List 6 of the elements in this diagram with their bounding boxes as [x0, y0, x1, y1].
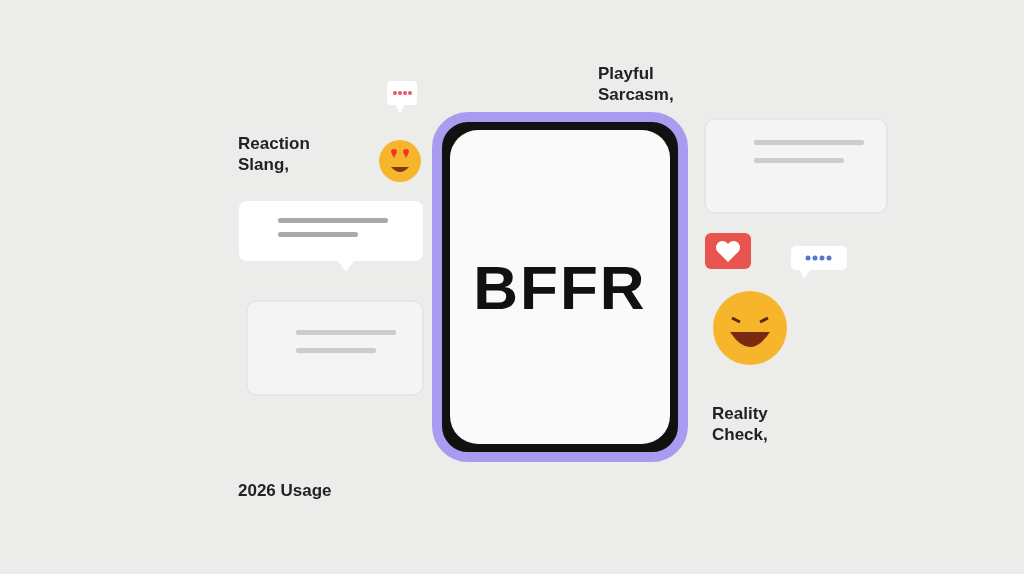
- phone-screen-text: BFFR: [473, 251, 647, 323]
- caption: Reaction Slang,: [238, 133, 311, 175]
- caption: Reality Check,: [712, 403, 769, 445]
- phone: [432, 112, 688, 462]
- caption: 2026 Usage: [238, 480, 333, 501]
- caption: Playful Sarcasm,: [598, 63, 675, 105]
